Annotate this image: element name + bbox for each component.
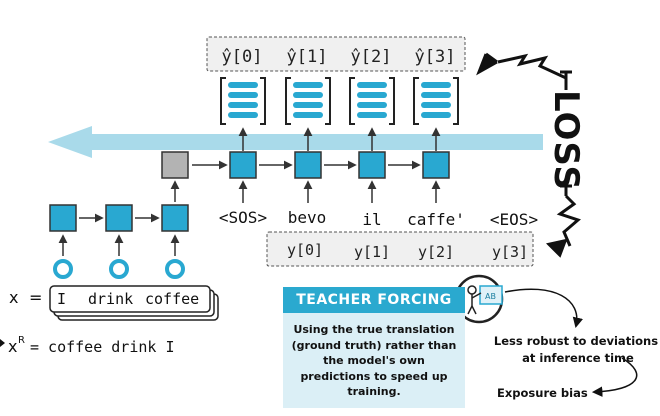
loss-label: LOSS bbox=[546, 90, 586, 191]
reversed-sentence: = coffee drink I bbox=[30, 338, 175, 356]
reversed-x-label: x bbox=[8, 337, 17, 356]
teacher-forcing-panel: TEACHER FORCING Using the true translati… bbox=[283, 287, 465, 408]
decoder-cell bbox=[358, 151, 386, 179]
target-label: y[0] bbox=[287, 241, 323, 259]
target-strip bbox=[266, 231, 534, 267]
decoder-input-token: bevo bbox=[288, 208, 327, 227]
decoder-input-token: <EOS> bbox=[490, 210, 538, 229]
loss-zigzag-top bbox=[497, 53, 567, 80]
encoder-cell bbox=[49, 204, 77, 232]
input-token: drink bbox=[88, 290, 133, 308]
equals-sign: = bbox=[29, 288, 42, 307]
robustness-note-line: Less robust to deviations at inference t… bbox=[494, 334, 660, 365]
decoder-input-token: il bbox=[362, 210, 381, 229]
input-embedding-ring bbox=[165, 259, 185, 279]
prediction-label: ŷ[3] bbox=[415, 47, 456, 67]
output-vector bbox=[349, 77, 395, 125]
input-token: I bbox=[57, 290, 66, 308]
note-arrow bbox=[591, 357, 638, 397]
decoder-input-token: <SOS> bbox=[219, 208, 267, 227]
exposure-bias-note: Exposure bias bbox=[497, 386, 588, 400]
prediction-label: ŷ[1] bbox=[287, 47, 328, 67]
teacher-forcing-title: TEACHER FORCING bbox=[283, 287, 465, 313]
target-label: y[3] bbox=[492, 243, 528, 261]
loss-zigzag-bottom bbox=[556, 194, 581, 247]
encoder-cell bbox=[105, 204, 133, 232]
prediction-label: ŷ[0] bbox=[222, 47, 263, 67]
decoder-cell bbox=[294, 151, 322, 179]
prediction-strip bbox=[206, 36, 466, 72]
output-vector bbox=[220, 77, 266, 125]
prediction-label: ŷ[2] bbox=[351, 47, 392, 67]
teacher-forcing-description: Using the true translation (ground truth… bbox=[291, 323, 457, 398]
decoder-cell bbox=[229, 151, 257, 179]
decoder-input-token: caffe' bbox=[407, 210, 465, 229]
output-vector bbox=[285, 77, 331, 125]
output-vector bbox=[413, 77, 459, 125]
encoder-cell bbox=[161, 204, 189, 232]
target-label: y[2] bbox=[418, 243, 454, 261]
backprop-arrow bbox=[48, 126, 543, 158]
reversed-superscript: R bbox=[18, 335, 25, 346]
decoder-cell bbox=[422, 151, 450, 179]
input-embedding-ring bbox=[53, 259, 73, 279]
input-token: coffee bbox=[145, 290, 199, 308]
x-label: x bbox=[9, 288, 18, 307]
svg-text:AB: AB bbox=[485, 292, 496, 301]
target-label: y[1] bbox=[354, 243, 390, 261]
input-embedding-ring bbox=[109, 259, 129, 279]
initial-state-cell bbox=[161, 151, 189, 179]
note-arrow bbox=[504, 288, 583, 329]
